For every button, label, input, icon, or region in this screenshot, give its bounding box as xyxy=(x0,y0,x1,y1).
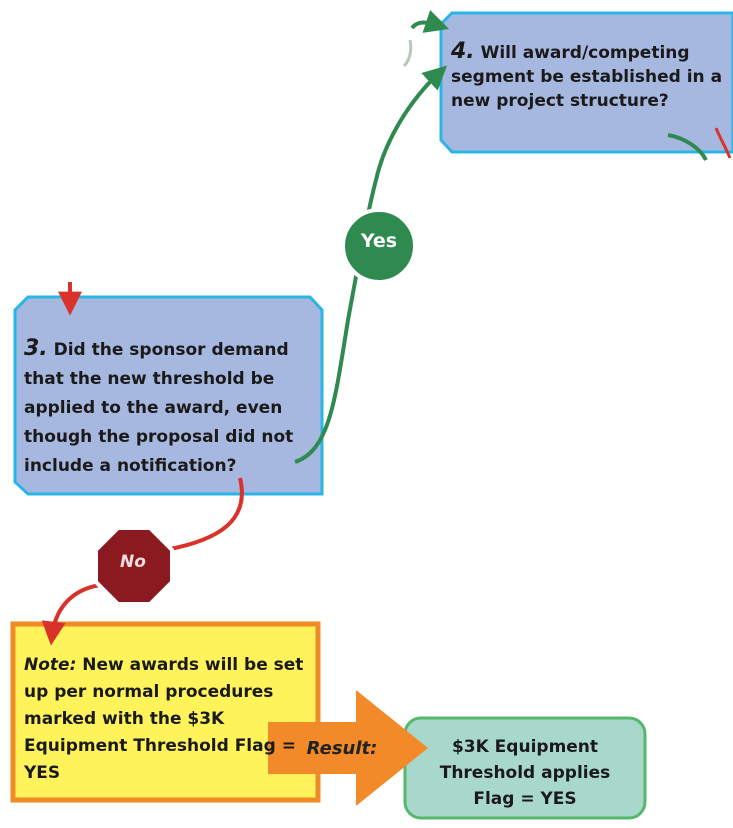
question-4-label: Will award/competing segment be establis… xyxy=(451,43,723,111)
connector-fragment-left xyxy=(402,39,413,68)
note-text: Note: New awards will be set up per norm… xyxy=(24,652,312,787)
yes-label: Yes xyxy=(360,230,398,252)
note-box xyxy=(10,621,321,803)
question-4-number: 4. xyxy=(451,39,475,64)
result-box xyxy=(403,716,647,820)
no-label: No xyxy=(120,552,146,572)
result-line-1: $3K Equipment xyxy=(451,737,599,757)
result-line-2: Threshold applies xyxy=(439,763,611,783)
result-text: $3K Equipment Threshold applies Flag = Y… xyxy=(415,734,635,812)
connector-q4-exit-red xyxy=(714,127,732,159)
no-octagon xyxy=(94,526,174,606)
question-3-number: 3. xyxy=(24,336,48,361)
result-arrow xyxy=(268,690,428,806)
question-3-text: 3. Did the sponsor demand that the new t… xyxy=(24,334,314,481)
result-arrow-label: Result: xyxy=(306,738,378,759)
connector-q4-exit-green xyxy=(667,133,708,161)
connector-top-green xyxy=(410,10,450,33)
note-label: Note: xyxy=(24,655,77,675)
connector-no-upper xyxy=(164,477,244,552)
question-4-text: 4. Will award/competing segment be estab… xyxy=(451,40,726,113)
question-3-label: Did the sponsor demand that the new thre… xyxy=(24,340,294,476)
yes-circle xyxy=(341,208,417,284)
question-3-box xyxy=(13,295,324,496)
result-line-3: Flag = YES xyxy=(473,789,577,809)
note-body: New awards will be set up per normal pro… xyxy=(24,655,304,783)
connector-no-lower xyxy=(41,583,101,646)
